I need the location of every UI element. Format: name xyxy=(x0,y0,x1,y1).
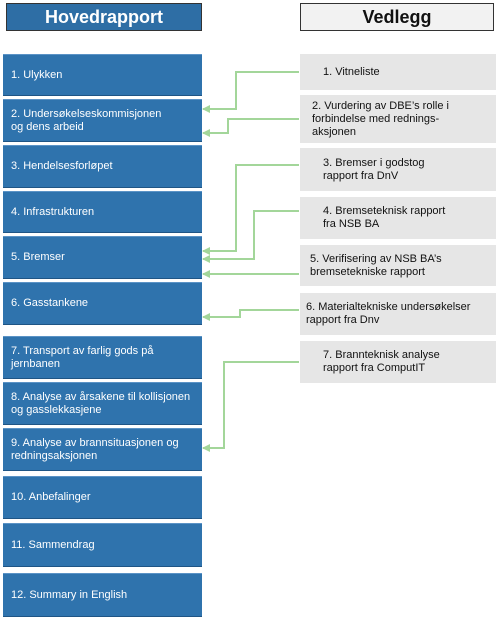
main-chapter-label: 7. Transport av farlig gods på jernbanen xyxy=(11,344,154,370)
main-chapter-4: 4. Infrastrukturen xyxy=(3,191,202,233)
main-chapter-label: 4. Infrastrukturen xyxy=(11,205,95,218)
main-chapter-label: 1. Ulykken xyxy=(11,68,63,81)
appendix-label: 1. Vitneliste xyxy=(323,65,380,78)
main-chapter-10: 10. Anbefalinger xyxy=(3,476,202,519)
appendix-7: 7. Brannteknisk analyse rapport fra Comp… xyxy=(300,341,496,383)
appendix-label: 3. Bremser i godstog rapport fra DnV xyxy=(323,156,425,182)
main-chapter-label: 10. Anbefalinger xyxy=(11,491,91,503)
appendix-label: 6. Materialtekniske undersøkelser rappor… xyxy=(306,301,471,326)
main-chapter-11: 11. Sammendrag xyxy=(3,523,202,567)
appendix-label: 4. Bremseteknisk rapport fra NSB BA xyxy=(323,205,446,230)
appendix-1: 1. Vitneliste xyxy=(300,54,496,90)
main-chapter-label: 5. Bremser xyxy=(11,251,65,263)
appendix-5: 5. Verifisering av NSB BA’s bremseteknis… xyxy=(300,245,496,286)
main-chapter-9: 9. Analyse av brannsituasjonen og rednin… xyxy=(3,428,202,471)
appendix-header: Vedlegg xyxy=(300,3,494,31)
main-chapter-7: 7. Transport av farlig gods på jernbanen xyxy=(3,336,202,379)
connector-appendix-2 xyxy=(202,118,299,137)
main-chapter-8: 8. Analyse av årsakene til kollisjonen o… xyxy=(3,382,202,425)
appendix-label: 7. Brannteknisk analyse rapport fra Comp… xyxy=(323,349,440,374)
main-report-header: Hovedrapport xyxy=(6,3,202,31)
main-chapter-2: 2. Undersøkelseskommisjonen og dens arbe… xyxy=(3,99,202,142)
main-chapter-label: 12. Summary in English xyxy=(11,588,128,601)
appendix-6: 6. Materialtekniske undersøkelser rappor… xyxy=(300,293,496,335)
connector-appendix-4 xyxy=(202,210,299,263)
main-chapter-label: 9. Analyse av brannsituasjonen og rednin… xyxy=(11,436,179,462)
main-chapter-3: 3. Hendelsesforløpet xyxy=(3,145,202,188)
main-chapter-5: 5. Bremser xyxy=(3,236,202,279)
appendix-3: 3. Bremser i godstog rapport fra DnV xyxy=(300,148,496,191)
main-chapter-12: 12. Summary in English xyxy=(3,573,202,617)
main-chapter-label: 2. Undersøkelseskommisjonen og dens arbe… xyxy=(11,107,162,133)
appendix-label: 5. Verifisering av NSB BA’s bremseteknis… xyxy=(310,252,442,278)
connector-appendix-3 xyxy=(202,164,299,255)
main-chapter-label: 8. Analyse av årsakene til kollisjonen o… xyxy=(11,390,191,416)
appendix-4: 4. Bremseteknisk rapport fra NSB BA xyxy=(300,197,496,239)
main-chapter-1: 1. Ulykken xyxy=(3,54,202,96)
appendix-2: 2. Vurdering av DBE’s rolle i forbindels… xyxy=(300,95,496,143)
main-chapter-label: 11. Sammendrag xyxy=(11,538,95,551)
connector-appendix-7 xyxy=(202,361,299,452)
main-chapter-6: 6. Gasstankene xyxy=(3,282,202,325)
connector-appendix-1 xyxy=(202,71,299,113)
main-chapter-label: 6. Gasstankene xyxy=(11,297,89,309)
main-chapter-label: 3. Hendelsesforløpet xyxy=(11,160,113,172)
appendix-label: 2. Vurdering av DBE’s rolle i forbindels… xyxy=(312,99,449,138)
connector-appendix-6 xyxy=(202,309,299,321)
